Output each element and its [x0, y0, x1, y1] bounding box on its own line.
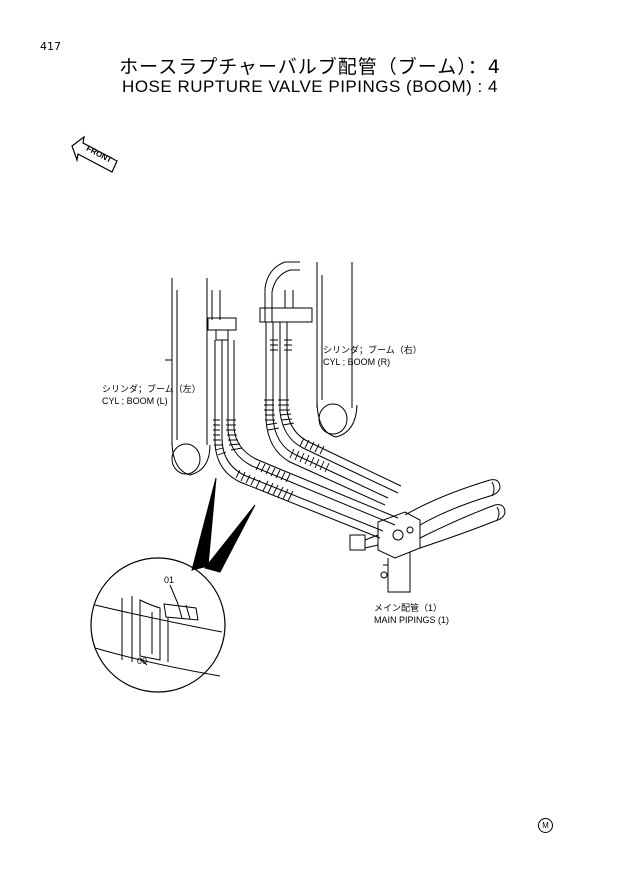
bracket-right [259, 261, 313, 323]
hoses-left [214, 340, 399, 539]
part-number-00: 00 [137, 656, 148, 666]
callout-main-pipings-en: MAIN PIPINGS (1) [374, 615, 450, 625]
mounting-bracket [380, 552, 411, 593]
hose-sleeves-left [213, 419, 294, 502]
callout-main-pipings-jp: メイン配管（1） [374, 603, 443, 613]
boom-cylinder-right [316, 262, 358, 438]
main-pipes [404, 479, 506, 549]
callout-cyl-boom-r-jp: シリンダ；ブーム（右） [323, 345, 422, 355]
title-japanese: ホースラプチャーバルブ配管（ブーム）：4 [119, 56, 501, 78]
boom-cylinder-left [165, 278, 211, 476]
callout-cyl-boom-l-jp: シリンダ；ブーム（左） [102, 384, 201, 394]
title-english: HOSE RUPTURE VALVE PIPINGS (BOOM) : 4 [122, 77, 498, 96]
valve-block [349, 511, 421, 559]
circled-m-mark: M [538, 818, 553, 833]
callout-cyl-boom-l-en: CYL ; BOOM (L) [102, 396, 168, 406]
callout-cyl-boom-r-en: CYL ; BOOM (R) [323, 357, 391, 367]
hose-sleeves-right [264, 339, 330, 473]
bracket-left [207, 290, 237, 341]
page-number: 417 [40, 40, 61, 53]
callout-main-pipings: メイン配管（1） MAIN PIPINGS (1) [374, 602, 449, 626]
part-number-01: 01 [164, 575, 175, 585]
detail-view [90, 557, 226, 693]
callout-cyl-boom-r: シリンダ；ブーム（右） CYL ; BOOM (R) [323, 344, 422, 368]
detail-leaders [191, 477, 256, 573]
front-arrow-icon: FRONT [71, 135, 118, 173]
callout-cyl-boom-l: シリンダ；ブーム（左） CYL ; BOOM (L) [102, 383, 201, 407]
